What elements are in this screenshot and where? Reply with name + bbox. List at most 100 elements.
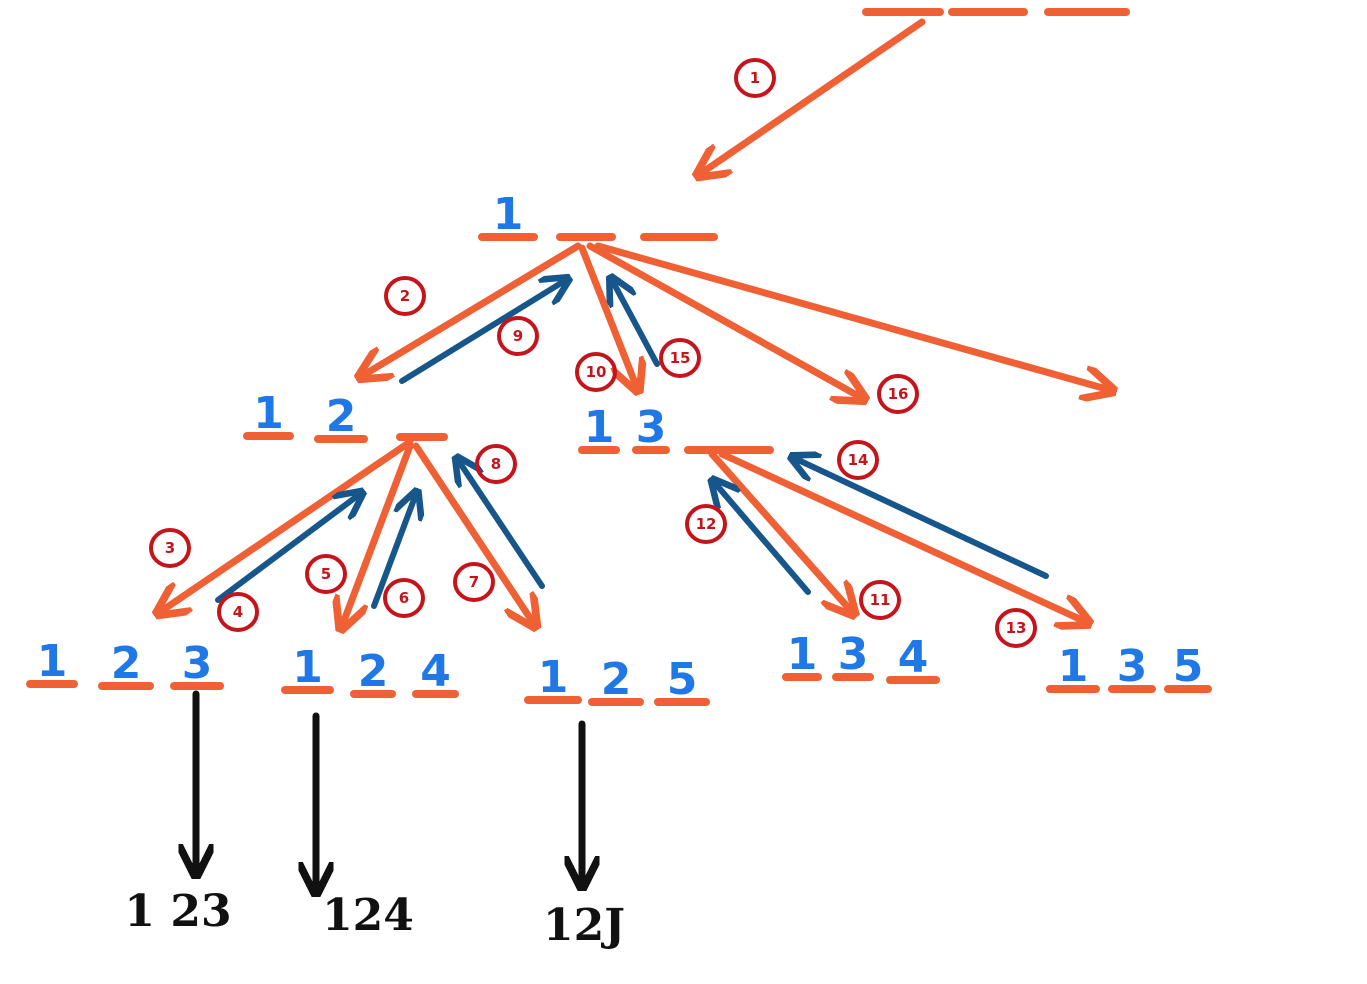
slot-digit: 1 [253,388,284,439]
arrow-root-to-n1 [700,18,926,174]
arrow-n13-back-to-n1 [612,280,660,367]
step-number: 2 [400,287,410,305]
step-circle [575,352,617,392]
step-number: 6 [399,589,409,607]
step-number: 1 [750,69,760,87]
step-circle [877,374,919,414]
arrow-n125-back-to-n12 [458,460,545,589]
step-6-label: 6 [383,578,425,618]
step-5-label: 5 [305,554,347,594]
arrow-n12-to-n123 [160,438,414,612]
slot-digit: 2 [601,654,632,705]
step-number: 9 [513,327,523,345]
slot-digit: 4 [420,646,451,697]
slot-digit: 1 [538,652,569,703]
step-11-label: 11 [859,580,901,620]
step-number: 16 [888,385,909,403]
arrow-n1-to-step16 [586,242,862,398]
arrow-n12-back-to-n1 [399,280,566,384]
result-combination: 12J [543,900,625,951]
step-number: 15 [670,349,691,367]
step-number: 4 [233,603,243,621]
arrow-n12-to-n125 [412,442,534,624]
slot-digit: 2 [111,638,142,689]
slot-digit: 1 [493,189,524,240]
step-number: 5 [321,565,331,583]
step-circle [149,528,191,568]
slot-digit: 2 [326,391,357,442]
slot-digit: 4 [898,632,929,683]
slot-digit: 3 [182,638,213,689]
tree-node-n1: 1 [478,189,718,241]
edge-layer [160,18,1110,626]
step-circle [384,276,426,316]
arrow-n1-to-next-branch [594,242,1110,390]
step-4-label: 4 [217,592,259,632]
step-12-label: 12 [685,504,727,544]
step-2-label: 2 [384,276,426,316]
step-number: 3 [165,539,175,557]
step-circle [859,580,901,620]
step-7-label: 7 [453,562,495,602]
step-circle [995,608,1037,648]
arrow-n1-to-n13 [578,244,637,388]
arrow-n1-to-n12 [362,242,582,376]
step-3-label: 3 [149,528,191,568]
slot-digit: 1 [787,629,818,680]
result-arrow-layer [196,690,582,890]
step-circle [734,58,776,98]
step-15-label: 15 [659,338,701,378]
slot-digit: 1 [584,402,615,453]
slot-digit: 1 [37,636,68,687]
slot-digit: 1 [292,642,323,693]
arrow-n12-to-n124 [342,442,414,626]
step-circle [497,316,539,356]
step-number: 11 [870,591,891,609]
step-16-label: 16 [877,374,919,414]
step-circle [383,578,425,618]
step-circle [837,440,879,480]
step-circle [685,504,727,544]
slot-digit: 2 [358,646,389,697]
step-number: 14 [848,451,869,469]
step-number: 10 [586,363,607,381]
arrow-n134-back-to-n13 [714,482,811,595]
arrow-n13-to-n135 [718,450,1086,622]
step-circle [475,444,517,484]
step-number: 13 [1006,619,1027,637]
slot-digit: 3 [636,402,667,453]
arrow-n124-back-to-n12 [371,494,416,609]
result-combination: 124 [322,890,414,941]
slot-digit: 1 [1058,641,1089,692]
step-10-label: 10 [575,352,617,392]
step-number: 7 [469,573,479,591]
step-14-label: 14 [837,440,879,480]
result-layer: 1 23 124 12J [124,886,625,951]
step-number: 8 [491,455,501,473]
arrow-n123-back-to-n12 [215,494,360,603]
step-circle [217,592,259,632]
slot-digit: 3 [838,629,869,680]
result-combination: 1 23 [124,886,231,937]
step-circle [453,562,495,602]
slot-digit: 5 [667,654,698,705]
step-9-label: 9 [497,316,539,356]
step-circle [659,338,701,378]
step-number: 12 [696,515,717,533]
step-1-label: 1 [734,58,776,98]
arrow-n135-back-to-n13 [794,458,1049,579]
step-8-label: 8 [475,444,517,484]
slot-digit: 3 [1117,641,1148,692]
step-circle [305,554,347,594]
step-13-label: 13 [995,608,1037,648]
